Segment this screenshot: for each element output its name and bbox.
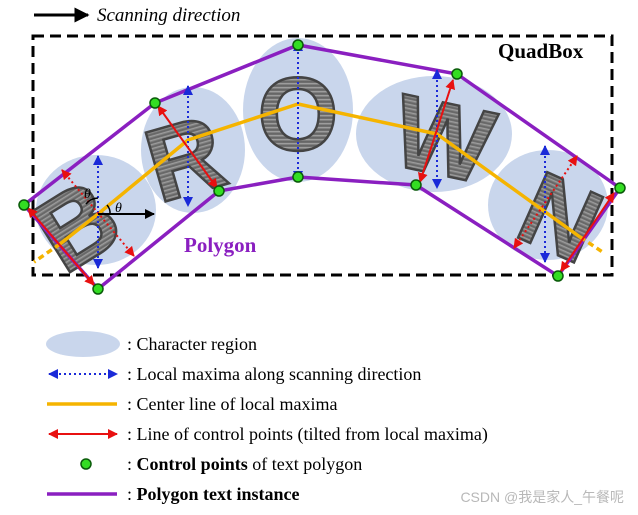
angle-theta-label: θ (115, 201, 122, 216)
scan-direction-label: Scanning direction (97, 5, 240, 26)
control-line-solid (157, 105, 218, 189)
quadbox-rect (31, 34, 614, 277)
legend-text-control-points: : Control points of text polygon (127, 454, 362, 474)
legend-text-local-maxima: : Local maxima along scanning direction (127, 364, 421, 384)
control-point (213, 185, 225, 197)
control-point (292, 171, 304, 183)
legend-swatch-control-point (80, 458, 92, 470)
legend-swatch-character-region (46, 331, 120, 357)
control-point (552, 270, 564, 282)
control-points (18, 39, 626, 295)
control-point (18, 199, 30, 211)
legend-text-character-region: : Character region (127, 334, 257, 354)
legend-text-polygon: : Polygon text instance (127, 484, 300, 504)
control-line-solid (27, 207, 95, 286)
control-line-solid (560, 192, 615, 272)
angle-theta-label: θ (84, 187, 91, 202)
control-point (292, 39, 304, 51)
angle-arc-top (85, 197, 99, 205)
legend: : Character region : Local maxima along … (46, 331, 488, 504)
polygon-label: Polygon (184, 233, 257, 257)
control-point (451, 68, 463, 80)
angle-arc (106, 204, 111, 215)
control-line-solid (418, 79, 455, 183)
legend-text-control-line: : Line of control points (tilted from lo… (127, 424, 488, 445)
control-point (92, 283, 104, 295)
control-point (149, 97, 161, 109)
angle-annotation: θ θ (84, 187, 155, 219)
control-point (410, 179, 422, 191)
watermark: CSDN @我是家人_午餐呢 (460, 489, 624, 505)
quadbox-label: QuadBox (498, 39, 584, 63)
legend-text-center-line: : Center line of local maxima (127, 394, 337, 414)
control-line-dotted (513, 155, 578, 249)
control-point (614, 182, 626, 194)
